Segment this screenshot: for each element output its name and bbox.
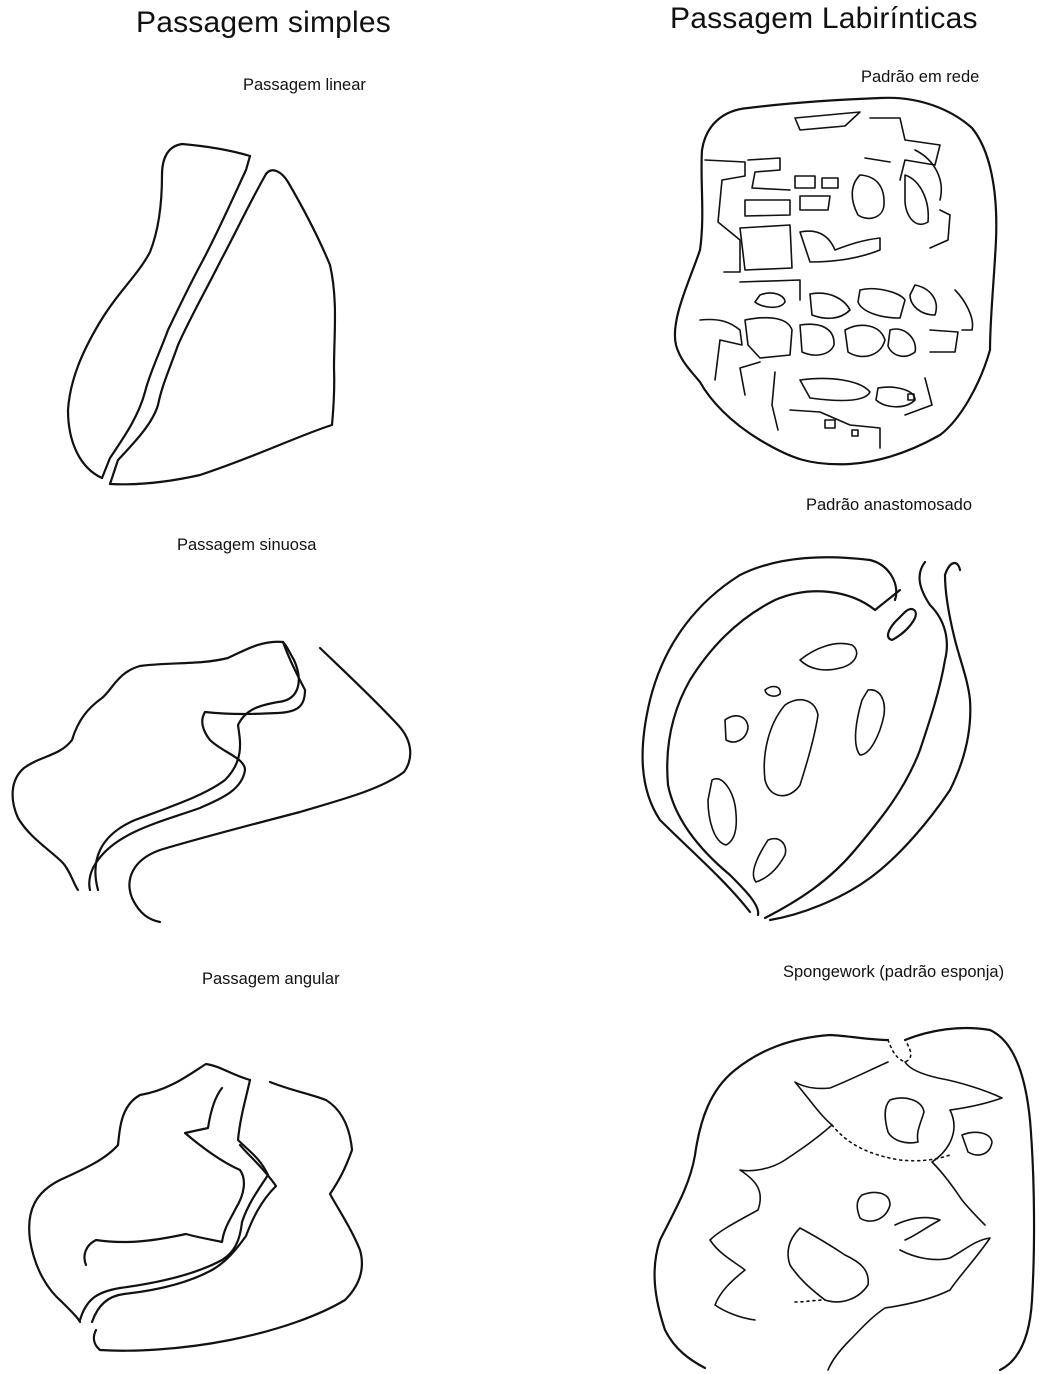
anastomotic-pattern-drawing: [643, 557, 971, 920]
sinuous-passage-drawing: [13, 642, 411, 922]
linear-passage-drawing: [68, 144, 335, 484]
spongework-pattern-drawing: [655, 1028, 1034, 1370]
network-pattern-drawing: [675, 98, 996, 464]
angular-passage-drawing: [29, 1064, 362, 1351]
